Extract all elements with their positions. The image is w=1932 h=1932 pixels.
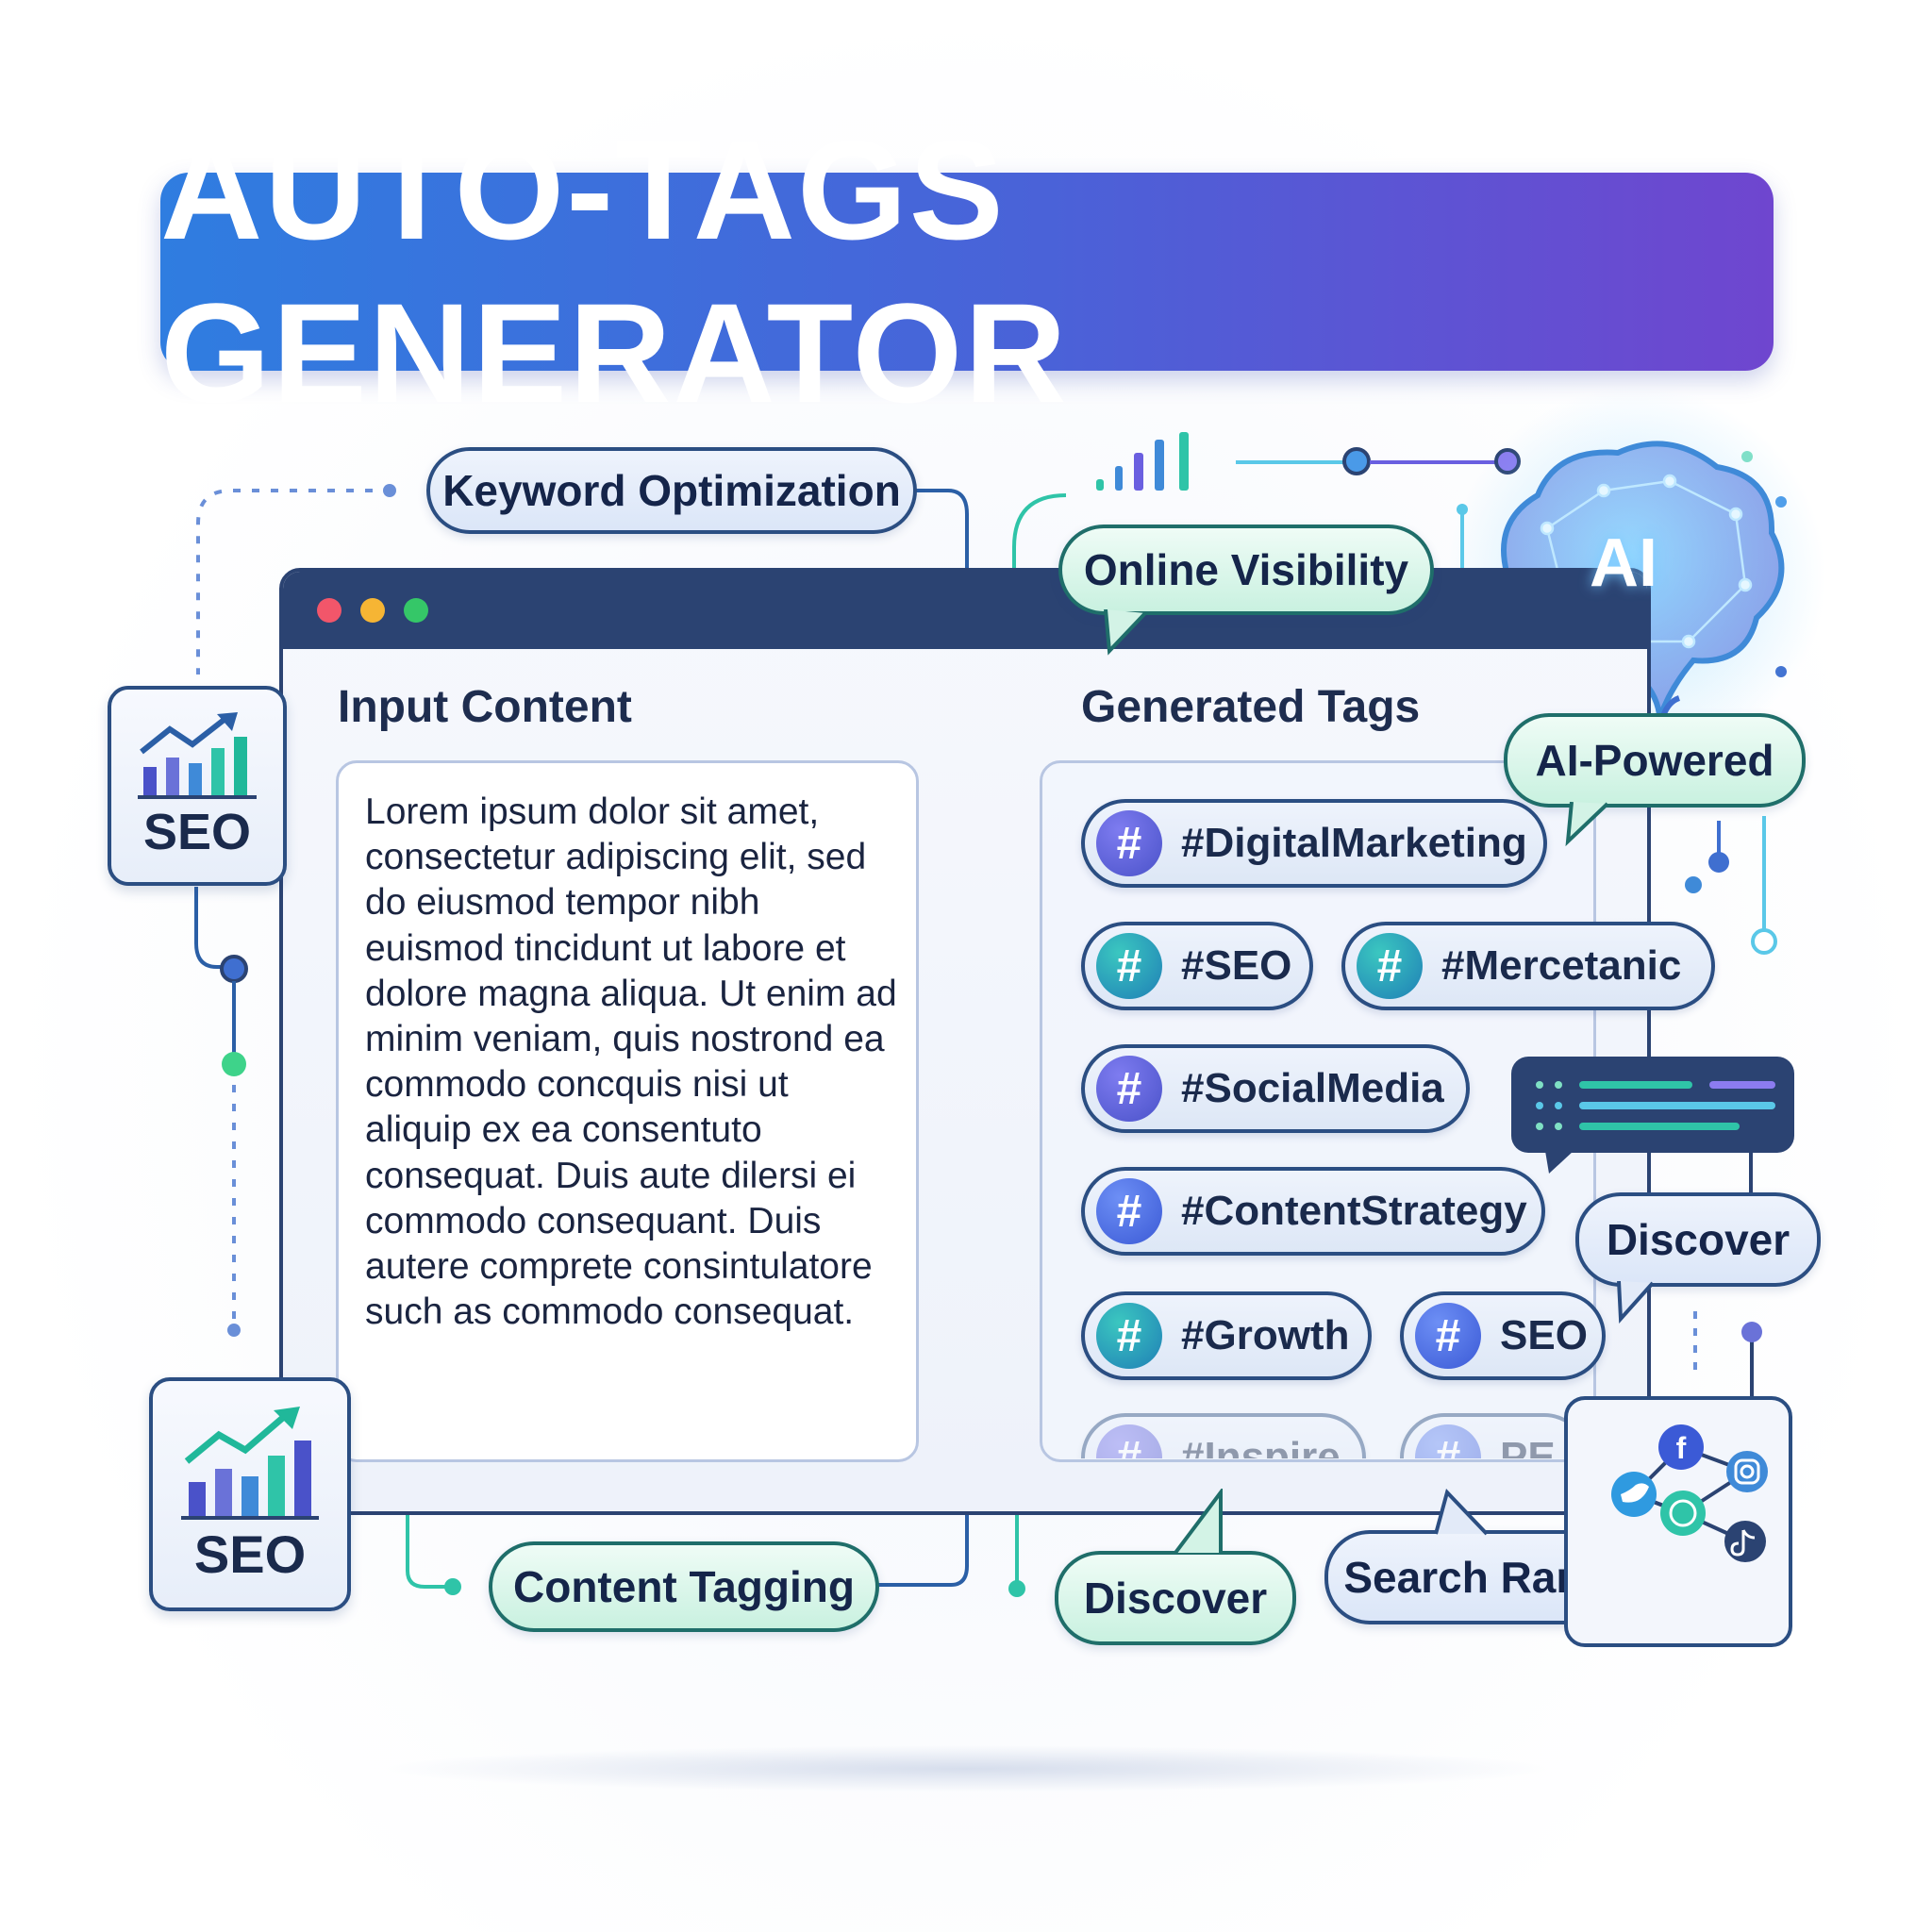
keyword-optimization-pill: Keyword Optimization <box>426 447 917 534</box>
tag-label: PE <box>1500 1434 1556 1458</box>
hash-icon: # <box>1096 1178 1162 1244</box>
svg-text:f: f <box>1676 1431 1687 1465</box>
hash-icon: # <box>1096 933 1162 999</box>
online-visibility-pill: Online Visibility <box>1058 525 1434 615</box>
discover-bottom-tail <box>1174 1489 1223 1555</box>
seo-label-top: SEO <box>142 804 252 860</box>
tag-label: #Growth <box>1181 1312 1350 1358</box>
seo-badge-top: SEO <box>108 686 287 886</box>
tag-label: #SEO <box>1181 942 1292 989</box>
tag-label: #ContentStrategy <box>1181 1188 1527 1234</box>
hash-icon: # <box>1096 1056 1162 1122</box>
tag-content-strategy[interactable]: # #ContentStrategy <box>1081 1167 1545 1256</box>
social-network-icons: f <box>1611 1424 1768 1562</box>
input-content-text: Lorem ipsum dolor sit amet, consectetur … <box>365 791 897 1333</box>
ai-powered-pill: AI-Powered <box>1504 713 1806 808</box>
window-titlebar <box>283 572 1647 649</box>
tags-overflow-clip: # #Inspire # PE <box>1040 1396 1596 1458</box>
hash-icon: # <box>1357 933 1423 999</box>
chat-bubble-icon <box>1511 1057 1794 1174</box>
left-node-dot <box>220 955 248 983</box>
hash-icon: # <box>1096 1424 1162 1458</box>
tag-growth[interactable]: # #Growth <box>1081 1291 1372 1380</box>
discover-right-pill: Discover <box>1575 1192 1821 1287</box>
left-dotted-connector <box>196 489 391 675</box>
online-visibility-tail <box>1104 609 1147 656</box>
hash-icon: # <box>1096 1303 1162 1369</box>
instagram-icon <box>1726 1451 1768 1492</box>
twitter-icon <box>1611 1472 1657 1517</box>
ai-label: AI <box>1590 525 1657 601</box>
seo-chart-icon <box>181 1407 319 1520</box>
left-green-dot <box>222 1052 246 1076</box>
tag-mercetanic[interactable]: # #Mercetanic <box>1341 922 1715 1010</box>
hash-icon: # <box>1415 1303 1481 1369</box>
tiktok-icon <box>1724 1521 1766 1562</box>
tag-digital-marketing[interactable]: # #DigitalMarketing <box>1081 799 1547 888</box>
tag-label: SEO <box>1500 1312 1588 1358</box>
tag-seo[interactable]: # #SEO <box>1081 922 1313 1010</box>
maximize-dot-icon[interactable] <box>404 598 428 623</box>
input-content-box[interactable]: Lorem ipsum dolor sit amet, consectetur … <box>336 760 919 1462</box>
seo-badge-bottom: SEO <box>149 1377 351 1611</box>
seo-label-bottom: SEO <box>193 1524 307 1584</box>
tag-label: #DigitalMarketing <box>1181 820 1527 866</box>
generated-tags-heading: Generated Tags <box>1081 682 1421 732</box>
page-title: AUTO-TAGS GENERATOR <box>160 110 1069 432</box>
content-tagging-pill: Content Tagging <box>489 1541 879 1632</box>
floor-shadow <box>377 1745 1557 1792</box>
tag-label: #Mercetanic <box>1441 942 1682 989</box>
facebook-icon: f <box>1658 1424 1704 1470</box>
social-network-card: f <box>1564 1396 1792 1647</box>
title-banner: AUTO-TAGS GENERATOR <box>160 110 1774 432</box>
tag-seo-plain[interactable]: # SEO <box>1400 1291 1606 1380</box>
minimize-dot-icon[interactable] <box>360 598 385 623</box>
ai-powered-tail <box>1565 802 1609 847</box>
tag-inspire[interactable]: # #Inspire <box>1081 1413 1366 1458</box>
discover-bottom-pill: Discover <box>1055 1551 1296 1645</box>
tag-pe[interactable]: # PE <box>1400 1413 1589 1458</box>
tag-label: #Inspire <box>1181 1434 1341 1458</box>
whatsapp-icon <box>1660 1491 1706 1536</box>
hash-icon: # <box>1096 810 1162 876</box>
hash-icon: # <box>1415 1424 1481 1458</box>
input-content-heading: Input Content <box>338 682 632 732</box>
left-connector-dot <box>383 484 396 497</box>
chat-lines <box>1536 1081 1775 1174</box>
seo-chart-icon <box>138 712 257 799</box>
tag-label: #SocialMedia <box>1181 1065 1444 1111</box>
search-rankings-tail <box>1434 1489 1489 1536</box>
discover-right-tail <box>1617 1281 1655 1324</box>
tag-social-media[interactable]: # #SocialMedia <box>1081 1044 1470 1133</box>
close-dot-icon[interactable] <box>317 598 341 623</box>
